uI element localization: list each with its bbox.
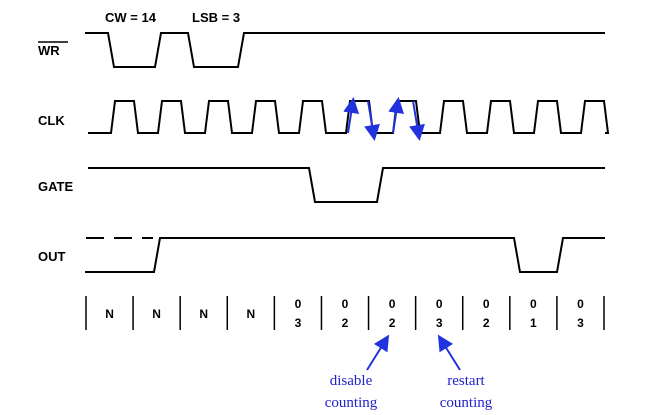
counter-cell-high: 0 — [483, 297, 490, 311]
gate-label: GATE — [38, 179, 73, 194]
wr-label: WR — [38, 43, 60, 58]
counter-state-row: N N N N 0 3 0 2 0 2 0 3 0 2 0 1 0 3 — [85, 296, 605, 330]
lsb-label: LSB = 3 — [192, 10, 240, 25]
counter-cell-low: 1 — [530, 316, 537, 330]
out-label: OUT — [38, 249, 66, 264]
clk-edge-arrow-up-1 — [343, 97, 360, 134]
cw-label: CW = 14 — [105, 10, 157, 25]
disable-arrow — [366, 334, 390, 371]
restart-arrow — [437, 334, 461, 371]
counter-cell-high: 0 — [577, 297, 584, 311]
counter-cell-high: 0 — [295, 297, 302, 311]
disable-annotation-line1: disable — [330, 373, 373, 389]
clk-waveform — [88, 100, 610, 134]
clk-label: CLK — [38, 113, 65, 128]
counter-cell-low: 2 — [342, 316, 349, 330]
restart-annotation-line1: restart — [447, 373, 485, 389]
counter-cell-high: 0 — [389, 297, 396, 311]
counter-cell-low: 3 — [577, 316, 584, 330]
counter-cell: N — [105, 307, 114, 321]
counter-cell: N — [246, 307, 255, 321]
counter-cell-low: 2 — [389, 316, 396, 330]
wr-waveform — [85, 32, 605, 68]
counter-cell-low: 3 — [436, 316, 443, 330]
clk-edge-arrow-down-1 — [364, 100, 380, 141]
counter-cell: N — [199, 307, 208, 321]
counter-cell-high: 0 — [530, 297, 537, 311]
clk-edge-arrow-up-2 — [388, 97, 405, 134]
counter-cell: N — [152, 307, 161, 321]
out-waveform — [85, 237, 605, 273]
disable-annotation-line2: counting — [325, 395, 378, 411]
counter-cell-low: 3 — [295, 316, 302, 330]
clk-edge-arrow-down-2 — [409, 100, 425, 141]
counter-cell-high: 0 — [342, 297, 349, 311]
restart-annotation-line2: counting — [440, 395, 493, 411]
counter-cell-low: 2 — [483, 316, 490, 330]
gate-waveform — [88, 167, 605, 203]
counter-cell-high: 0 — [436, 297, 443, 311]
